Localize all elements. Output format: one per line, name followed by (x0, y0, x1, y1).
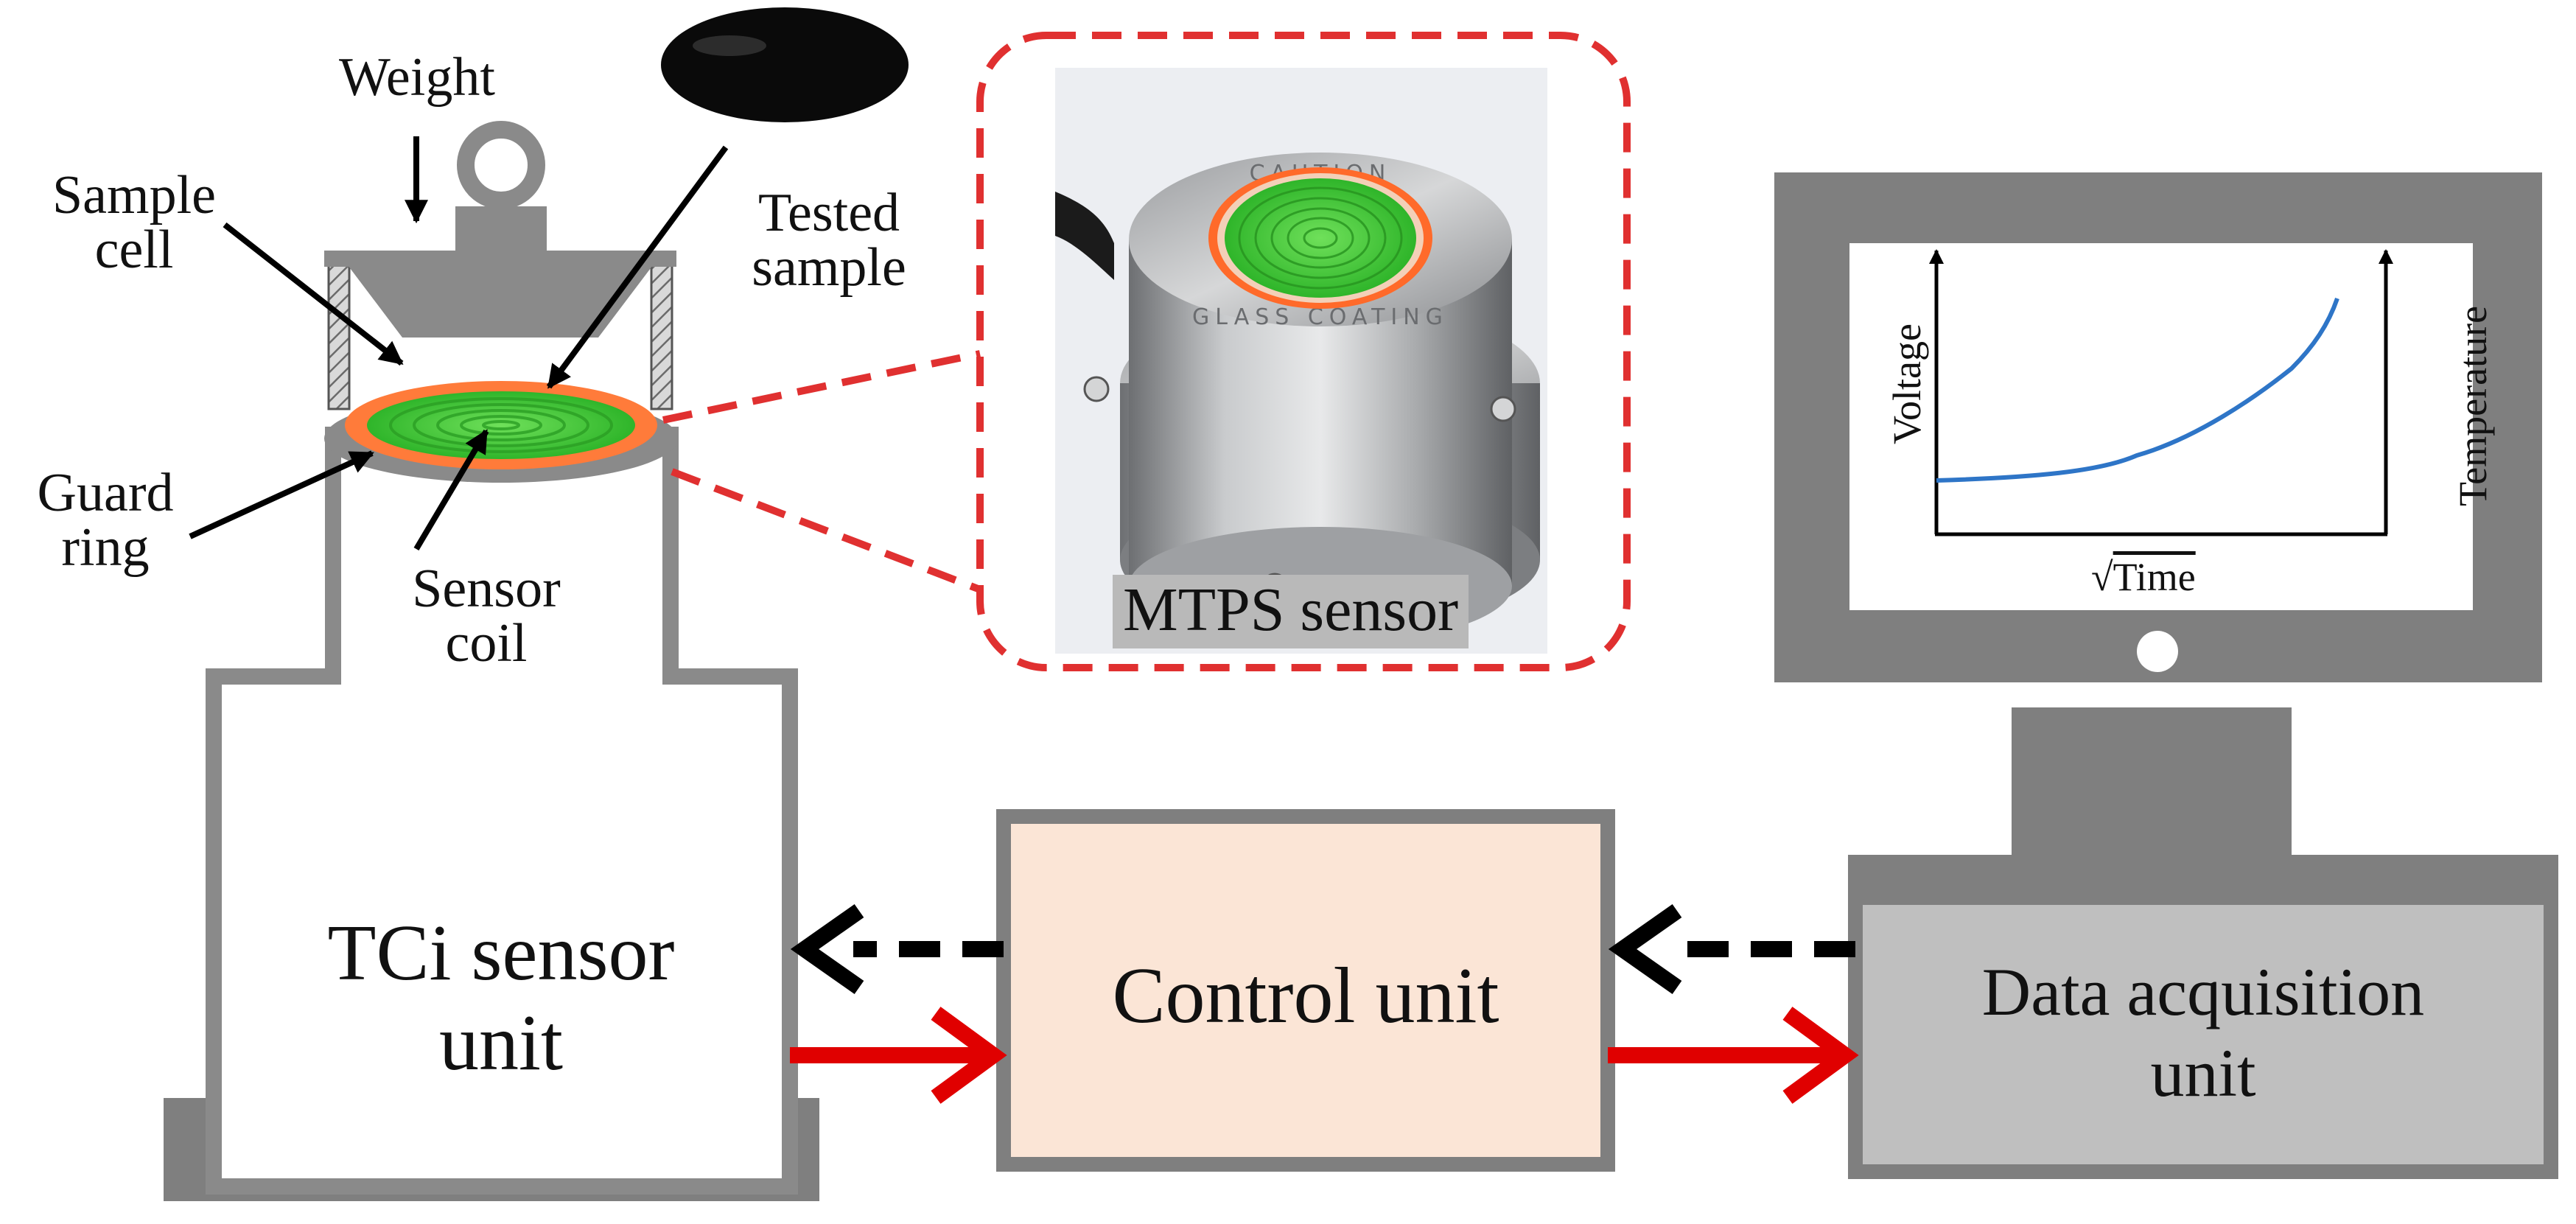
sensor-coil-arrow (413, 429, 489, 551)
weight-funnel (348, 265, 653, 338)
sqrt-symbol: √ (2091, 555, 2113, 599)
plot-xlabel-text: Time (2113, 555, 2196, 599)
zoom-line-top (662, 350, 981, 424)
tested-sample-arrow (546, 145, 729, 389)
label-sensor-coil: Sensor coil (376, 562, 597, 671)
label-sample-cell: Sample cell (38, 168, 230, 277)
label-sample-cell-line1: Sample (52, 165, 216, 225)
plot-ylabel-left: Voltage (1885, 324, 1929, 444)
label-weight: Weight (339, 47, 495, 108)
zoom-box (976, 32, 1631, 671)
sample-cell-arrow (223, 222, 404, 366)
label-daq-unit: Data acquisition unit (1863, 958, 2544, 1107)
label-control-unit: Control unit (1112, 952, 1499, 1040)
red-arrowhead-control (931, 1007, 1007, 1104)
tested-sample-drop (661, 7, 909, 122)
computer (1774, 172, 2558, 892)
plot-ylabel-right: Temperature (2451, 305, 2495, 507)
control-unit-box (996, 809, 1615, 1172)
tested-sample-shine (693, 35, 766, 56)
sensor-disk (324, 381, 678, 483)
label-sample-cell-line2: cell (94, 220, 174, 280)
sensor-coil (367, 391, 635, 459)
label-tci-sensor-unit: TCi sensor unit (221, 914, 781, 1083)
monitor-screen (1849, 243, 2473, 610)
label-arrows (189, 136, 729, 551)
dashed-arrowhead-control (1608, 903, 1682, 995)
sample-cell-wall-left (327, 253, 351, 410)
mtps-cable (1055, 192, 1114, 280)
sample-cell-wall-right (650, 253, 673, 410)
monitor-power-button (2137, 631, 2178, 672)
monitor-stand (2012, 707, 2292, 855)
label-tested-sample: Tested sample (718, 186, 939, 295)
sensor-coil-spiral (389, 397, 613, 453)
red-arrowhead-daq (1782, 1007, 1859, 1104)
mtps-coil-spiral (1238, 186, 1403, 290)
daq-unit-box (1848, 890, 2558, 1179)
mtps-sensor-coil (1225, 178, 1416, 298)
label-guard-ring-line2: ring (61, 517, 150, 578)
label-daq-line1: Data acquisition (1981, 954, 2425, 1029)
label-sensor-coil-line2: coil (445, 613, 528, 674)
weight-hook-ring (457, 121, 545, 209)
mtps-screw-left (1083, 376, 1110, 402)
computer-base (1848, 855, 2558, 892)
label-guard-ring: Guard ring (13, 466, 197, 575)
mtps-screw-right (1490, 396, 1516, 422)
flow-arrows (790, 903, 1859, 1104)
zoom-line-bottom (671, 468, 981, 593)
label-tci-line2: unit (438, 999, 563, 1087)
label-daq-line2: unit (2150, 1035, 2256, 1111)
label-tci-line1: TCi sensor (327, 909, 675, 997)
monitor-plot (1929, 249, 2393, 536)
zoom-callout (662, 32, 1631, 671)
label-tested-sample-line2: sample (752, 237, 906, 298)
label-mtps-sensor: MTPS sensor (1113, 575, 1469, 648)
plot-xlabel: √Time (2091, 554, 2196, 600)
plot-curve (1936, 298, 2339, 483)
label-sensor-coil-line1: Sensor (412, 559, 561, 619)
guard-ring-arrow (189, 450, 374, 539)
dashed-arrowhead-tci (790, 903, 864, 995)
weight (348, 121, 653, 338)
label-guard-ring-line1: Guard (37, 463, 174, 523)
mtps-sensor-photo: CAUTION GLASS COATING (1055, 68, 1547, 654)
weight-stem (455, 206, 547, 269)
label-tested-sample-line1: Tested (757, 183, 900, 243)
